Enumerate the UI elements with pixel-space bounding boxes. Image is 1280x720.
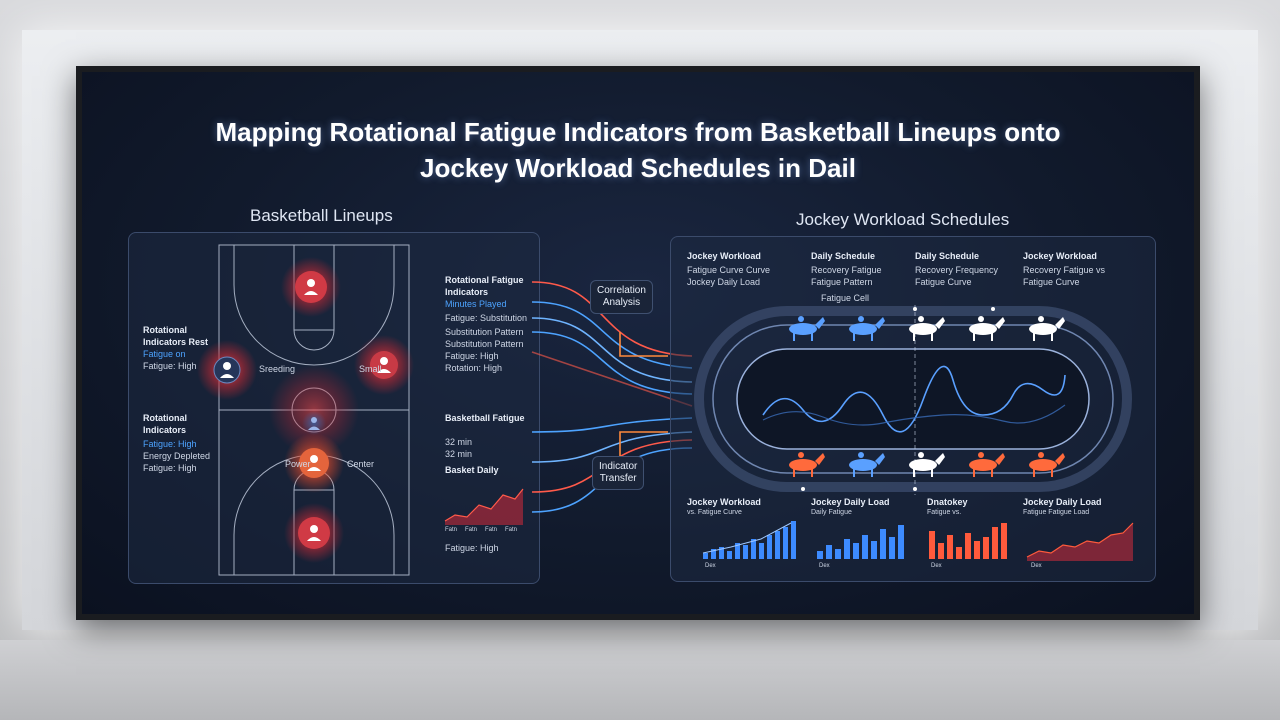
bottom-chart4-subtitle: Fatigue Fatigue Load [1023,509,1090,516]
fatigue-value-2: 32 min [445,449,473,459]
horse-icon-bottom-5 [1029,452,1065,477]
track-markers [801,307,995,491]
bottom-chart1-subtitle: vs. Fatigue Curve [687,509,742,516]
daily-title: Basket Daily [445,465,499,475]
title-line-2: Jockey Workload Schedules in Dail [420,153,856,183]
left-section-label: Basketball Lineups [250,206,393,225]
indicator-transfer-line-1: Indicator [599,461,638,472]
court-label-center: Center [347,459,375,469]
top-col1-title: Jockey Workload [687,251,761,261]
bottom-axis-3: Dex [931,563,942,569]
indicator-item-2: Fatigue: Substitution [445,313,528,323]
fatigue-title: Basketball Fatigue [445,413,525,423]
correlation-line-1: Correlation [597,285,646,296]
horse-icon-bottom-4 [969,452,1005,477]
left-mini-area-chart [444,488,524,525]
indicator-title-1: Rotational Fatigue [445,275,524,285]
jockey-panel: Jockey Workload Fatigue Curve Curve Jock… [670,236,1156,582]
title-line-1: Mapping Rotational Fatigue Indicators fr… [215,117,1061,147]
mini-axis-1: Fatn [445,527,458,533]
display-screen: Mapping Rotational Fatigue Indicators fr… [76,66,1200,620]
indicator-transfer-line-2: Transfer [599,473,637,484]
indicator-item-1: Minutes Played [445,299,507,309]
top-col2-title: Daily Schedule [811,251,876,261]
bottom-axis-4: Dex [1031,563,1042,569]
bottom-axis-1: Dex [705,563,716,569]
bottom-bar-chart-2 [817,525,904,559]
top-col1-item2: Jockey Daily Load [687,277,761,287]
horse-icon-bottom-1 [789,452,825,477]
top-col2-item2: Fatigue Pattern [811,277,873,287]
fatigue-footer: Fatigue: High [445,543,499,553]
top-col4-item2: Fatigue Curve [1023,277,1080,287]
top-col3-item1: Recovery Frequency [915,265,999,275]
bottom-chart4-title: Jockey Daily Load [1023,497,1102,507]
side2-line1: Rotational [143,413,187,423]
horse-icon-top-1 [789,316,825,341]
track-wave-chart [762,365,1066,433]
side1-line3: Fatigue on [143,349,186,359]
top-col3-item2: Fatigue Curve [915,277,972,287]
side2-line4: Energy Depleted [143,451,211,461]
side1-line2: Indicators Rest [143,337,209,347]
indicator-title-2: Indicators [445,287,489,297]
horse-icon-top-5 [1029,316,1065,341]
court-label-power: Power [285,459,311,469]
top-col3-title: Daily Schedule [915,251,980,261]
bottom-chart2-subtitle: Daily Fatigue [811,509,852,516]
bottom-bar-chart-3 [929,523,1007,559]
horses-bottom-row [789,452,1065,477]
indicator-item-4: Substitution Pattern [445,339,524,349]
basketball-court [197,244,414,576]
top-col4-title: Jockey Workload [1023,251,1097,261]
top-col4-item1: Recovery Fatigue vs [1023,265,1106,275]
horses-top-row [789,316,1065,341]
bottom-axis-2: Dex [819,563,830,569]
mini-axis-4: Fatn [505,527,518,533]
side2-line2: Indicators [143,425,187,435]
correlation-analysis-badge: Correlation Analysis [590,280,653,314]
court-label-right: Small [359,364,382,374]
side1-line1: Rotational [143,325,187,335]
top-col1-item1: Fatigue Curve Curve [687,265,771,275]
bottom-chart1-title: Jockey Workload [687,497,761,507]
right-section-label: Jockey Workload Schedules [796,210,1010,229]
fatigue-cell-label: Fatigue Cell [821,293,870,303]
race-track [694,305,1132,495]
horse-icon-top-2 [849,316,885,341]
main-title: Mapping Rotational Fatigue Indicators fr… [82,114,1194,186]
bottom-chart3-title: Dnatokey [927,497,968,507]
horse-icon-bottom-2 [849,452,885,477]
correlation-line-2: Analysis [602,297,641,308]
court-label-left: Sreeding [259,364,296,374]
horse-icon-bottom-3 [909,452,945,477]
mini-axis-2: Fatn [465,527,478,533]
bottom-chart2-title: Jockey Daily Load [811,497,890,507]
indicator-item-5: Fatigue: High [445,351,499,361]
top-col2-item1: Recovery Fatigue [811,265,882,275]
indicator-item-6: Rotation: High [445,363,503,373]
bottom-bar-chart-1 [702,521,796,559]
fatigue-value-1: 32 min [445,437,473,447]
side2-line3: Fatigue: High [143,439,197,449]
side1-line4: Fatigue: High [143,361,197,371]
bottom-area-chart-4 [1026,522,1134,561]
bottom-chart3-subtitle: Fatigue vs. [927,509,962,516]
horse-icon-top-3 [909,316,945,341]
floor [0,640,1280,720]
indicator-item-3: Substitution Pattern [445,327,524,337]
basketball-panel: Sreeding Small Power Center Rotational I… [128,232,540,584]
horse-icon-top-4 [969,316,1005,341]
indicator-transfer-badge: Indicator Transfer [592,456,645,490]
side2-line5: Fatigue: High [143,463,197,473]
mini-axis-3: Fatn [485,527,498,533]
